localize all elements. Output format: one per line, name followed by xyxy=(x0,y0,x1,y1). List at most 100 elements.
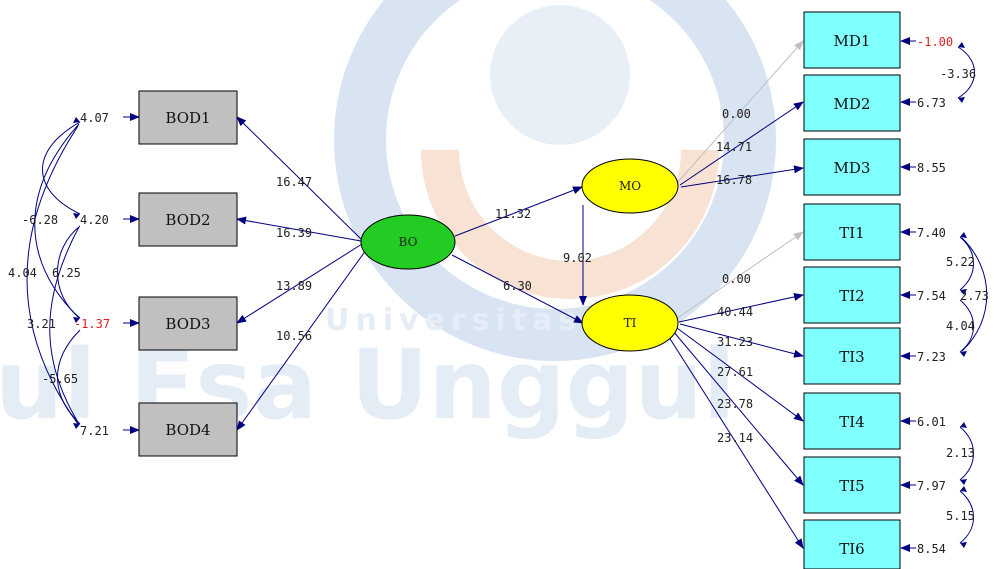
error-bod3: -1.37 xyxy=(74,317,110,331)
indicator-box[interactable] xyxy=(138,90,238,145)
cov-head xyxy=(960,422,967,428)
cov-md1-md2 xyxy=(957,46,975,99)
cov-label-ti2-ti3: 4.04 xyxy=(946,319,975,333)
path-bo-bod2 xyxy=(236,216,362,242)
left-indicators: BOD1 BOD2 BOD3 BOD4 xyxy=(138,90,238,457)
cov-bod1-bod2 xyxy=(42,121,81,215)
watermark-logo-arc xyxy=(421,149,719,299)
indicator-md3[interactable]: MD3 xyxy=(803,138,901,196)
indicator-box[interactable] xyxy=(803,266,901,324)
path-bo-bod4 xyxy=(236,249,367,431)
cov-head xyxy=(960,479,967,485)
cov-ti1-ti3 xyxy=(961,237,988,352)
indicator-bod3[interactable]: BOD3 xyxy=(138,296,238,351)
watermark-logo-core xyxy=(490,5,630,145)
cov-label-bod1-bod2: -6.28 xyxy=(22,213,58,227)
cov-head xyxy=(73,117,80,123)
coefficient-labels: 16.47 16.39 13.89 10.56 11.32 9.02 6.30 … xyxy=(8,35,989,556)
path-ti-ti1 xyxy=(675,231,804,320)
latent-label: TI xyxy=(624,316,637,330)
indicator-ti2[interactable]: TI2 xyxy=(803,266,901,324)
indicator-md1[interactable]: MD1 xyxy=(803,11,901,69)
loading-md3: 16.78 xyxy=(716,173,752,187)
cov-bod2-bod4 xyxy=(49,226,80,425)
cov-label-bod1-bod4: 3.21 xyxy=(27,317,56,331)
latent-ti[interactable]: TI xyxy=(581,294,679,352)
path-bo-mo xyxy=(454,186,583,237)
error-ti3: 7.23 xyxy=(917,350,946,364)
indicator-box[interactable] xyxy=(138,192,238,247)
latent-ellipse[interactable] xyxy=(360,214,456,270)
cov-bod2-bod3 xyxy=(57,225,81,319)
indicator-ti4[interactable]: TI4 xyxy=(803,392,901,450)
loading-md2: 14.71 xyxy=(716,140,752,154)
cov-label-bod3-bod4: -5.65 xyxy=(42,372,78,386)
watermark: Universitas ul Esa Unggul xyxy=(0,0,776,441)
indicator-box[interactable] xyxy=(803,519,901,569)
cov-head xyxy=(960,486,967,492)
path-bo-bod3 xyxy=(236,243,363,324)
loading-ti5: 23.78 xyxy=(717,397,753,411)
indicator-box[interactable] xyxy=(138,296,238,351)
error-ti1: 7.40 xyxy=(917,226,946,240)
cov-head xyxy=(960,232,967,238)
latent-mo[interactable]: MO xyxy=(581,158,679,214)
latent-bo[interactable]: BO xyxy=(360,214,456,270)
indicator-box[interactable] xyxy=(803,11,901,69)
indicator-md2[interactable]: MD2 xyxy=(803,74,901,132)
path-lines xyxy=(26,37,988,552)
indicator-label: TI6 xyxy=(839,540,864,558)
indicator-box[interactable] xyxy=(803,392,901,450)
cov-head xyxy=(73,423,80,429)
loading-ti4: 27.61 xyxy=(717,365,753,379)
cov-head xyxy=(958,42,965,48)
indicator-box[interactable] xyxy=(803,327,901,385)
path-bo-bod1 xyxy=(236,116,363,241)
indicator-bod2[interactable]: BOD2 xyxy=(138,192,238,247)
indicator-ti6[interactable]: TI6 xyxy=(803,519,901,569)
loading-md1: 0.00 xyxy=(722,107,751,121)
indicator-box[interactable] xyxy=(803,138,901,196)
cov-label-ti4-ti5: 2.13 xyxy=(946,446,975,460)
error-ti6: 8.54 xyxy=(917,542,946,556)
latent-ellipse[interactable] xyxy=(581,158,679,214)
cov-label-bod2-bod4: 6.25 xyxy=(52,266,81,280)
indicator-label: MD2 xyxy=(834,95,871,113)
latent-label: BO xyxy=(399,235,418,249)
cov-head xyxy=(960,351,967,357)
error-md3: 8.55 xyxy=(917,161,946,175)
indicator-ti3[interactable]: TI3 xyxy=(803,327,901,385)
indicator-label: BOD3 xyxy=(165,315,210,333)
cov-label-ti5-ti6: 5.15 xyxy=(946,509,975,523)
indicator-label: TI3 xyxy=(839,348,864,366)
indicator-label: BOD4 xyxy=(165,421,210,439)
error-ti2: 7.54 xyxy=(917,289,946,303)
fixed-paths xyxy=(675,40,804,320)
indicator-bod4[interactable]: BOD4 xyxy=(138,402,238,457)
path-mo-md1 xyxy=(677,40,804,183)
cov-ti2-ti3 xyxy=(959,299,974,353)
indicator-bod1[interactable]: BOD1 xyxy=(138,90,238,145)
indicator-box[interactable] xyxy=(803,203,901,261)
indicator-label: TI4 xyxy=(839,413,864,431)
indicator-label: MD3 xyxy=(834,159,871,177)
watermark-subtext: Universitas xyxy=(325,303,582,338)
cov-head xyxy=(960,542,967,548)
cov-head xyxy=(960,289,967,295)
error-bod1: 4.07 xyxy=(80,111,109,125)
path-coef-mo-ti: 9.02 xyxy=(563,251,592,265)
indicator-ti1[interactable]: TI1 xyxy=(803,203,901,261)
loading-ti2: 40.44 xyxy=(717,305,753,319)
indicator-ti5[interactable]: TI5 xyxy=(803,456,901,514)
loading-ti1: 0.00 xyxy=(722,272,751,286)
cov-label-md1-md2: -3.36 xyxy=(940,67,976,81)
indicator-box[interactable] xyxy=(803,456,901,514)
latent-ellipse[interactable] xyxy=(581,294,679,352)
path-coef-bo-ti: 6.30 xyxy=(503,279,532,293)
indicator-label: BOD2 xyxy=(165,211,210,229)
loading-bod3: 13.89 xyxy=(276,279,312,293)
indicator-box[interactable] xyxy=(138,402,238,457)
indicator-box[interactable] xyxy=(803,74,901,132)
cov-ti1-ti2 xyxy=(959,236,974,291)
